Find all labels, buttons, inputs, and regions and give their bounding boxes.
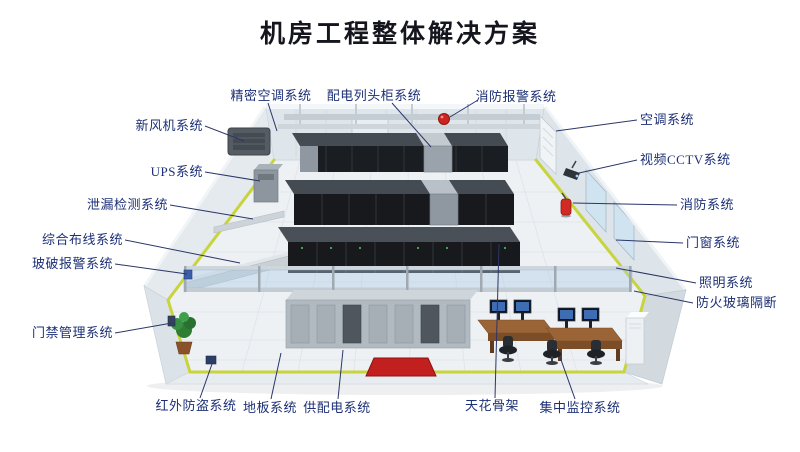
infrared-sensor bbox=[205, 355, 217, 365]
label-doors-windows-system: 门窗系统 bbox=[686, 235, 741, 250]
label-central-monitoring-system: 集中监控系统 bbox=[539, 400, 621, 415]
label-fire-protection-system: 消防系统 bbox=[680, 197, 735, 212]
glass-break-sensor bbox=[183, 269, 193, 280]
fire-alarm-bell bbox=[438, 113, 450, 125]
wall-top-highlight bbox=[543, 106, 687, 290]
crac-unit bbox=[300, 146, 318, 172]
power-head-cabinet bbox=[423, 145, 453, 173]
cctv-camera bbox=[563, 160, 580, 180]
page-title: 机房工程整体解决方案 bbox=[259, 21, 541, 48]
office-chair bbox=[543, 340, 561, 365]
label-power-supply-system: 供配电系统 bbox=[303, 400, 371, 415]
label-lighting-system: 照明系统 bbox=[699, 275, 754, 290]
label-fire-alarm-system: 消防报警系统 bbox=[475, 89, 557, 104]
window bbox=[613, 200, 635, 262]
label-precision-ac-system: 精密空调系统 bbox=[230, 88, 312, 103]
ac-cabinet-front-right bbox=[625, 312, 649, 365]
glass-partition bbox=[183, 266, 633, 292]
cable-duct bbox=[213, 210, 285, 234]
label-floor-system: 地板系统 bbox=[242, 400, 298, 415]
label-infrared-security-system: 红外防盗系统 bbox=[155, 398, 237, 413]
power-cabinets bbox=[285, 290, 478, 349]
window bbox=[585, 168, 607, 234]
label-leak-detection-system: 泄漏检测系统 bbox=[86, 197, 168, 212]
access-control-reader bbox=[167, 315, 176, 327]
label-access-control-system: 门禁管理系统 bbox=[31, 325, 113, 340]
label-ceiling-frame: 天花骨架 bbox=[464, 398, 520, 413]
red-mat bbox=[365, 357, 437, 377]
rack-leds bbox=[301, 247, 506, 249]
label-ac-system: 空调系统 bbox=[640, 112, 695, 127]
office-chair bbox=[499, 336, 517, 362]
fresh-air-unit bbox=[227, 127, 271, 156]
ups-unit bbox=[253, 164, 283, 203]
wall-ac-unit bbox=[539, 115, 557, 175]
label-fresh-air-system: 新风机系统 bbox=[135, 118, 203, 133]
label-power-head-cabinet-system: 配电列头柜系统 bbox=[326, 88, 422, 103]
fire-extinguisher bbox=[560, 192, 572, 218]
power-head-cabinet-top bbox=[421, 180, 458, 194]
right-wall bbox=[535, 107, 687, 297]
office-chair bbox=[587, 340, 605, 365]
power-head-cabinet bbox=[429, 193, 459, 226]
server-rack-row-back bbox=[292, 133, 508, 173]
ceiling-frame bbox=[278, 104, 546, 129]
server-rack-row-middle bbox=[285, 180, 514, 226]
label-ups-system: UPS系统 bbox=[150, 164, 203, 179]
label-cctv-system: 视频CCTV系统 bbox=[640, 152, 731, 167]
label-fireproof-glass-partition: 防火玻璃隔断 bbox=[696, 295, 778, 310]
power-head-cabinet-top bbox=[416, 133, 452, 146]
label-glass-break-alarm-system: 玻破报警系统 bbox=[31, 256, 113, 271]
label-cabling-system: 综合布线系统 bbox=[41, 232, 123, 247]
leader-lines bbox=[114, 99, 697, 400]
